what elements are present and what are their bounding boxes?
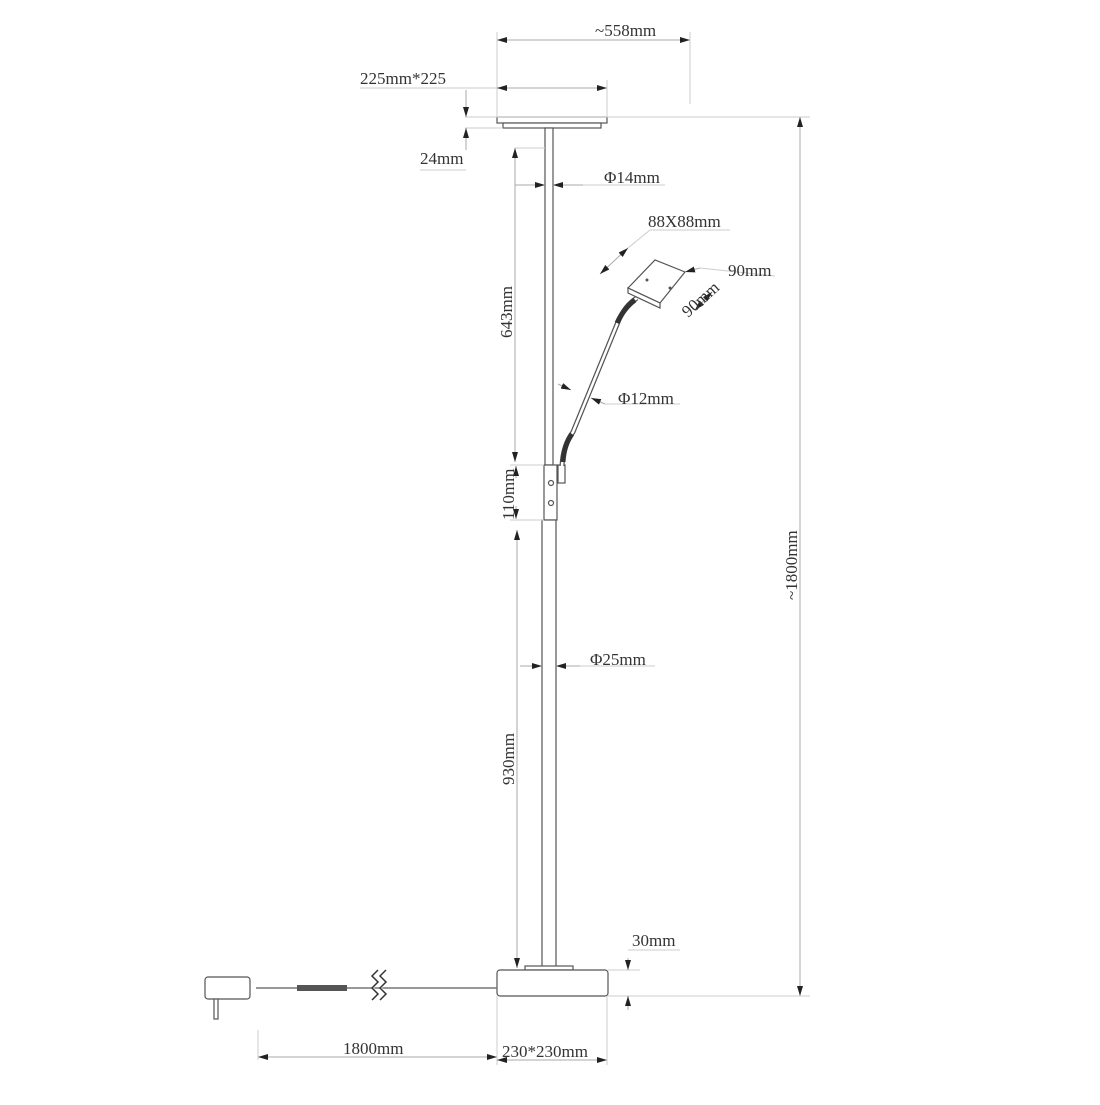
base (496, 965, 609, 997)
head-height-label: 24mm (420, 149, 463, 168)
reading-head-size-label: 88X88mm (648, 212, 721, 231)
total-height-label: ~1800mm (782, 530, 801, 600)
reading-head-depth-label: 90mm (678, 278, 723, 321)
upper-pole-diameter-label: Φ14mm (604, 168, 660, 187)
lower-pole (541, 519, 557, 971)
arm-diameter-label: Φ12mm (618, 389, 674, 408)
total-width-label: ~558mm (595, 21, 656, 40)
dimension-lines (257, 32, 810, 1065)
joint (543, 464, 566, 521)
cable-length-label: 1800mm (343, 1039, 403, 1058)
base-height-label: 30mm (632, 931, 675, 950)
upper-pole (544, 127, 554, 466)
reading-head-width-label: 90mm (728, 261, 771, 280)
reading-arm (559, 295, 639, 467)
reading-head (626, 259, 686, 309)
base-size-label: 230*230mm (502, 1042, 588, 1061)
power-cable (256, 969, 497, 1001)
uplight-head (496, 116, 608, 129)
joint-length-label: 110mm (499, 469, 518, 520)
power-adapter (204, 976, 251, 1020)
upper-pole-length-label: 643mm (497, 286, 516, 338)
lower-pole-length-label: 930mm (499, 733, 518, 785)
head-size-label: 225mm*225 (360, 69, 446, 88)
lower-pole-diameter-label: Φ25mm (590, 650, 646, 669)
